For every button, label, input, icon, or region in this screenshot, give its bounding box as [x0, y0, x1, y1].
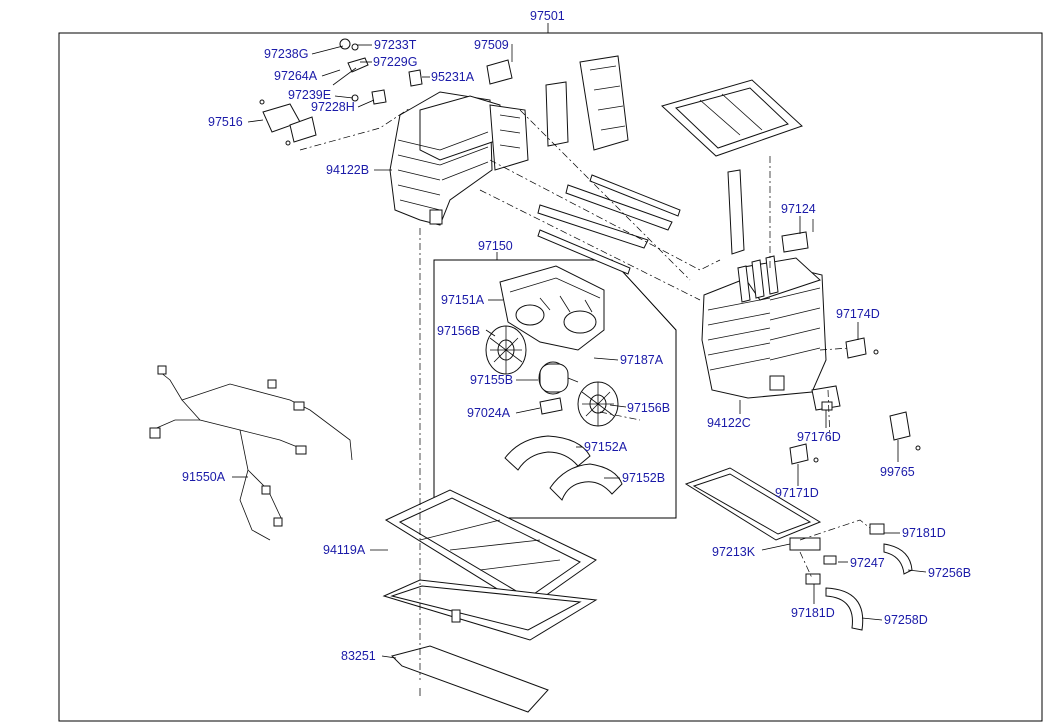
assembly-line-10 [799, 551, 813, 579]
label-99765[interactable]: 99765 [880, 465, 915, 479]
fan-wheel-97156B-right [577, 381, 619, 427]
assembly-label-97501[interactable]: 97501 [530, 9, 565, 23]
shroud-97152B [549, 463, 623, 501]
sensor-97171D [789, 443, 819, 465]
assembly-line-5 [519, 109, 691, 281]
motor-97155B [538, 361, 579, 395]
wiring-harness-91550A [149, 365, 353, 541]
label-97174D[interactable]: 97174D [836, 307, 880, 321]
sensor-99765 [889, 411, 921, 451]
assembly-frame [58, 32, 1043, 722]
label-97516[interactable]: 97516 [208, 115, 243, 129]
assembly-line-2 [299, 107, 411, 151]
label-97176D[interactable]: 97176D [797, 430, 841, 444]
label-97213K[interactable]: 97213K [712, 545, 756, 559]
label-97156B-left[interactable]: 97156B [437, 324, 480, 338]
clip-97247 [823, 555, 837, 565]
door-blades [537, 169, 745, 275]
label-94119A[interactable]: 94119A [323, 543, 366, 557]
fan-wheel-97156B-left [485, 325, 527, 375]
clamp-97181D-bottom [805, 573, 821, 585]
label-97124[interactable]: 97124 [781, 202, 816, 216]
label-97228H[interactable]: 97228H [311, 100, 355, 114]
label-97238G[interactable]: 97238G [264, 47, 308, 61]
label-97151A[interactable]: 97151A [441, 293, 485, 307]
lower-case-94119A [382, 489, 598, 641]
duct-83251 [391, 645, 549, 713]
heater-core-97213K [684, 467, 822, 551]
hose-97258D [825, 587, 864, 631]
label-97156B-right[interactable]: 97156B [627, 401, 670, 415]
leader-lines [232, 44, 927, 659]
filter-frames [545, 55, 803, 157]
label-97155B[interactable]: 97155B [470, 373, 513, 387]
label-97239E[interactable]: 97239E [288, 88, 331, 102]
label-97181D-top[interactable]: 97181D [902, 526, 946, 540]
motor-97509 [486, 44, 513, 85]
label-91550A[interactable]: 91550A [182, 470, 226, 484]
label-94122B[interactable]: 94122B [326, 163, 369, 177]
assembly-line-3 [489, 159, 721, 271]
label-97152B[interactable]: 97152B [622, 471, 665, 485]
label-97256B[interactable]: 97256B [928, 566, 971, 580]
clip-97024A [539, 397, 563, 415]
assembly-line-11 [599, 411, 641, 421]
blower-housing-97151A [499, 265, 605, 351]
label-97258D[interactable]: 97258D [884, 613, 928, 627]
assembly-line-9 [799, 519, 871, 541]
heater-case-94122C [701, 255, 827, 399]
clamp-97181D-top [869, 523, 885, 535]
actuator-97174D [845, 337, 879, 359]
actuator-97124 [781, 219, 814, 253]
label-83251[interactable]: 83251 [341, 649, 376, 663]
label-94122C[interactable]: 94122C [707, 416, 751, 430]
blower-subassembly-frame [433, 259, 677, 519]
assembly-line-4 [479, 189, 701, 301]
label-97181D-bottom[interactable]: 97181D [791, 606, 835, 620]
actuator-97176D [811, 385, 841, 411]
hose-97256B [883, 543, 913, 575]
label-97509[interactable]: 97509 [474, 38, 509, 52]
label-97152A[interactable]: 97152A [584, 440, 628, 454]
label-97150[interactable]: 97150 [478, 239, 513, 253]
shroud-97152A [504, 435, 591, 471]
label-97264A[interactable]: 97264A [274, 69, 318, 83]
label-97171D[interactable]: 97171D [775, 486, 819, 500]
label-97229G[interactable]: 97229G [373, 55, 417, 69]
label-97187A[interactable]: 97187A [620, 353, 664, 367]
label-95231A[interactable]: 95231A [431, 70, 475, 84]
sensor-95231A [408, 69, 423, 87]
actuator-97516 [259, 99, 317, 146]
label-97233T[interactable]: 97233T [374, 38, 417, 52]
lever-links-97233T [332, 38, 387, 105]
label-97247[interactable]: 97247 [850, 556, 885, 570]
assembly-line-7 [827, 389, 831, 441]
blower-case-upper-94122B [389, 91, 529, 226]
assembly-line-8 [819, 347, 851, 351]
label-97024A[interactable]: 97024A [467, 406, 511, 420]
